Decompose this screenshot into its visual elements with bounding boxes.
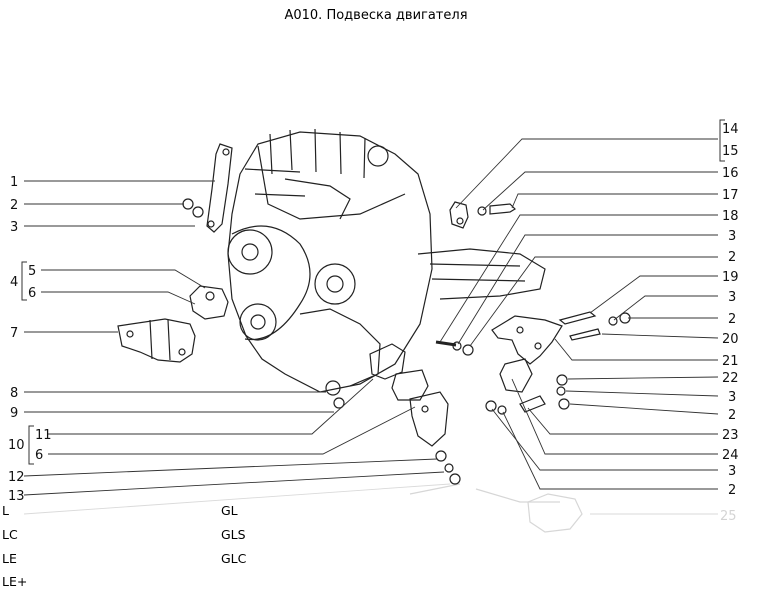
callout-11: 11 [35,428,52,443]
callout-22: 22 [722,371,739,386]
callout-21: 21 [722,354,739,369]
group-brackets [21,119,725,465]
callout-13: 13 [8,489,25,504]
page-title: A010. Подвеска двигателя [284,8,468,23]
callout-3: 3 [10,220,18,235]
callout-18: 18 [722,209,739,224]
variant-l: L [2,503,9,518]
callout-23: 23 [722,428,739,443]
callout-2r2: 2 [728,312,736,327]
callout-16: 16 [722,166,739,181]
callout-5: 5 [28,264,36,279]
callout-19: 19 [722,270,739,285]
model-variants: L LC LE LE+ GL GLS GLC [0,500,767,589]
callout-15: 15 [722,144,739,159]
callout-25: 25 [720,509,737,524]
engine-mount-diagram: 1 2 3 4 5 6 7 8 9 10 11 6 12 13 14 15 16… [8,119,739,533]
callouts-left: 1 2 3 4 5 6 7 8 9 10 11 6 12 13 [8,175,52,504]
callout-2r4: 2 [728,483,736,498]
variant-glc: GLC [221,551,247,566]
callout-3r: 3 [728,229,736,244]
callout-7: 7 [10,326,18,341]
callout-3r2: 3 [728,290,736,305]
leader-lines-faded [23,483,718,515]
callout-8: 8 [10,386,18,401]
callout-9: 9 [10,406,18,421]
callout-17: 17 [722,188,739,203]
diagram-area: 1 2 3 4 5 6 7 8 9 10 11 6 12 13 14 15 16… [0,74,745,584]
faded-part-25 [409,483,583,533]
variant-le-plus: LE+ [2,574,28,589]
callout-2: 2 [10,198,18,213]
leader-lines [23,138,719,496]
callouts-right: 14 15 16 17 18 3 2 19 3 2 20 21 22 3 2 2… [720,122,739,524]
callout-14: 14 [722,122,739,137]
callout-20: 20 [722,332,739,347]
callout-2r3: 2 [728,408,736,423]
callout-3r3: 3 [728,390,736,405]
callout-10: 10 [8,438,25,453]
callout-4: 4 [10,275,18,290]
variant-lc: LC [2,527,18,542]
engine-drawing [227,128,546,393]
callout-12: 12 [8,470,25,485]
callout-6b: 6 [35,448,43,463]
callout-6: 6 [28,286,36,301]
callout-24: 24 [722,448,739,463]
callout-1: 1 [10,175,18,190]
callout-3r4: 3 [728,464,736,479]
callout-2r: 2 [728,250,736,265]
variant-gl: GL [221,503,238,518]
variant-gls: GLS [221,527,246,542]
variant-le: LE [2,551,17,566]
parts [117,143,631,485]
